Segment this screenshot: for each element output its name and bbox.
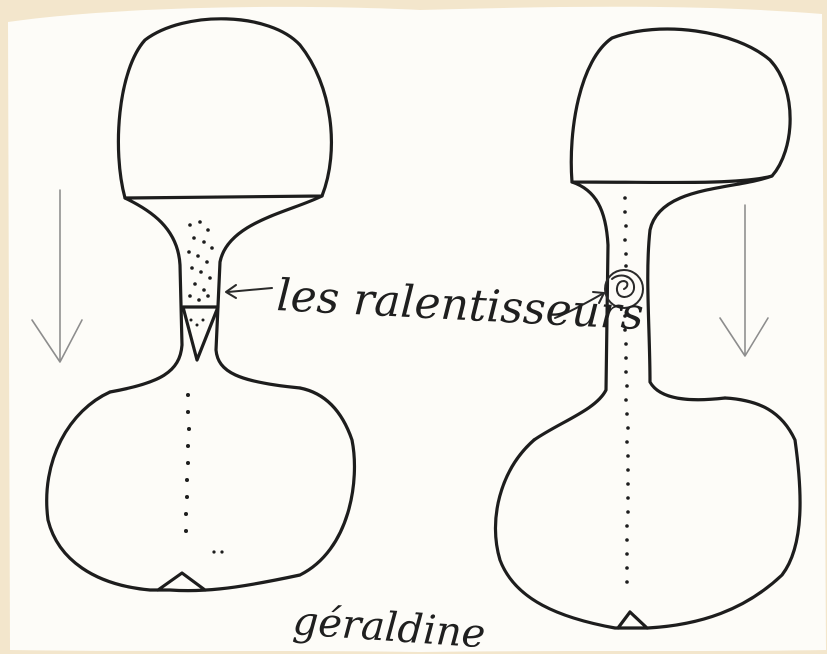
paper-sheet [8,7,826,652]
